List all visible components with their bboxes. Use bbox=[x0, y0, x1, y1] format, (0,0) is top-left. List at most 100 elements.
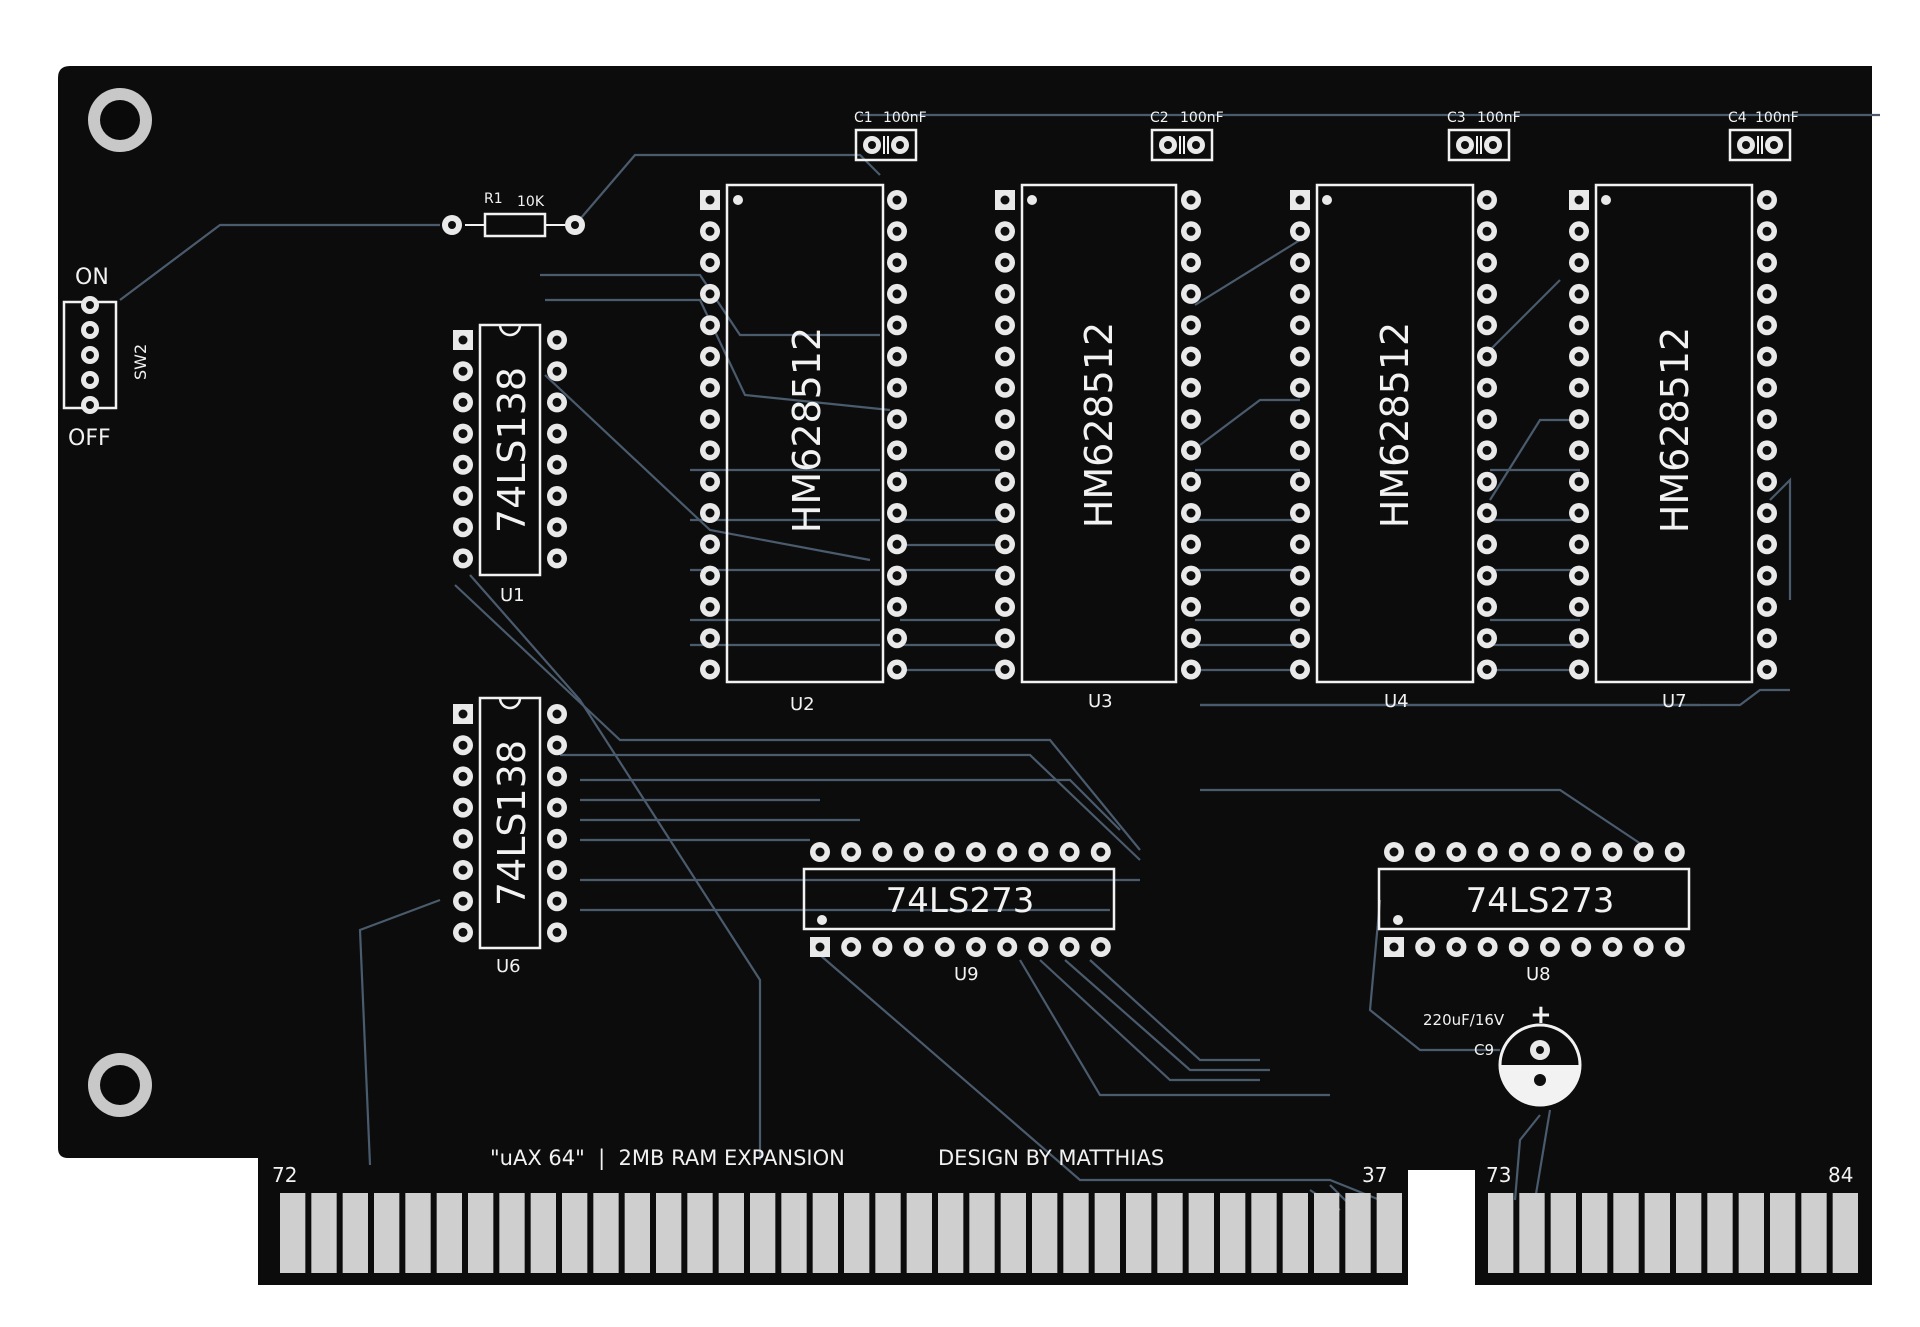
edge-label-left-end: 37 bbox=[1362, 1163, 1387, 1187]
pad-hole bbox=[1514, 847, 1524, 857]
chip-u2-ref: U2 bbox=[790, 694, 815, 715]
pad-hole bbox=[1670, 942, 1680, 952]
pad-hole bbox=[1295, 352, 1305, 361]
c2-ref-label: C2 bbox=[1150, 110, 1169, 126]
capacitor-c2: C2 100nF bbox=[1150, 110, 1224, 162]
c1-ref-label: C1 bbox=[854, 110, 873, 126]
chip-pads bbox=[453, 190, 1777, 957]
chip-u7: HM628512 U7 bbox=[1594, 183, 1754, 712]
pad-hole bbox=[552, 460, 562, 470]
chip-u4-part: HM628512 bbox=[1373, 322, 1417, 528]
gold-finger bbox=[1188, 1193, 1214, 1273]
pad-hole bbox=[458, 460, 468, 470]
pad-hole bbox=[705, 665, 715, 674]
chip-u1-ref: U1 bbox=[500, 585, 525, 606]
pad-hole bbox=[1482, 539, 1492, 549]
pad-hole bbox=[1000, 383, 1010, 393]
pad-hole bbox=[1482, 320, 1492, 330]
pad-hole bbox=[1295, 258, 1305, 268]
pad-hole bbox=[1000, 289, 1010, 299]
resistor-value-label: 10K bbox=[517, 194, 545, 210]
pad-hole bbox=[1186, 602, 1196, 612]
pad-hole bbox=[1574, 445, 1584, 455]
pad-hole bbox=[1295, 477, 1305, 487]
gold-finger bbox=[1094, 1193, 1120, 1273]
pad-hole bbox=[1295, 195, 1305, 205]
pad-hole bbox=[892, 571, 902, 581]
pad-hole bbox=[1482, 665, 1492, 674]
pad-hole bbox=[552, 740, 562, 750]
c2-value-label: 100nF bbox=[1180, 110, 1224, 126]
pad-hole bbox=[458, 553, 468, 563]
pad-hole bbox=[846, 942, 856, 952]
pad-hole bbox=[1295, 633, 1305, 643]
pad-hole bbox=[1065, 847, 1075, 857]
pad-hole bbox=[705, 508, 715, 518]
gold-finger bbox=[906, 1193, 932, 1273]
gold-finger bbox=[1738, 1193, 1764, 1273]
c9-ref-label: C9 bbox=[1474, 1041, 1494, 1059]
gold-finger bbox=[1801, 1193, 1827, 1273]
pad-hole bbox=[1295, 508, 1305, 518]
pad-hole bbox=[892, 352, 902, 361]
pad-hole bbox=[940, 942, 950, 952]
pad-hole bbox=[1295, 445, 1305, 455]
pad-hole bbox=[1186, 445, 1196, 455]
pad-hole bbox=[892, 477, 902, 487]
pad-hole bbox=[1574, 352, 1584, 361]
edge-label-left-start: 72 bbox=[272, 1163, 297, 1187]
pad-hole bbox=[552, 865, 562, 875]
switch-on-label: ON bbox=[75, 265, 109, 290]
pad-hole bbox=[877, 847, 887, 857]
pad-hole bbox=[1451, 847, 1461, 857]
pad-hole bbox=[705, 352, 715, 361]
chip-u6: 74LS138 U6 bbox=[478, 696, 542, 977]
pad-hole bbox=[458, 491, 468, 501]
gold-finger bbox=[844, 1193, 870, 1273]
pad-hole bbox=[705, 445, 715, 455]
pad-hole bbox=[1482, 289, 1492, 299]
gold-finger bbox=[468, 1193, 494, 1273]
resistor-ref-label: R1 bbox=[484, 191, 503, 207]
mounting-holes bbox=[88, 88, 152, 1117]
chip-u4: HM628512 U4 bbox=[1315, 183, 1475, 712]
pad-hole bbox=[1482, 195, 1492, 205]
pad-hole bbox=[1762, 445, 1772, 455]
pad-hole bbox=[705, 602, 715, 612]
gold-finger bbox=[718, 1193, 744, 1273]
pad-hole bbox=[892, 633, 902, 643]
chip-u8-ref: U8 bbox=[1526, 964, 1551, 985]
pad-hole bbox=[1574, 477, 1584, 487]
pad-hole bbox=[705, 414, 715, 424]
pad-hole bbox=[552, 896, 562, 906]
pad-hole bbox=[1514, 942, 1524, 952]
gold-finger bbox=[687, 1193, 713, 1273]
pad-hole bbox=[1186, 226, 1196, 236]
chip-u4-ref: U4 bbox=[1384, 691, 1409, 712]
pad-hole bbox=[1574, 508, 1584, 518]
gold-finger bbox=[1157, 1193, 1183, 1273]
pad-hole bbox=[552, 927, 562, 937]
pad-hole bbox=[552, 709, 562, 719]
gold-finger bbox=[656, 1193, 682, 1273]
pad-hole bbox=[1186, 539, 1196, 549]
pad-hole bbox=[1574, 226, 1584, 236]
gold-finger bbox=[593, 1193, 619, 1273]
pad-hole bbox=[1000, 226, 1010, 236]
pad-hole bbox=[1762, 539, 1772, 549]
gold-finger bbox=[1770, 1193, 1796, 1273]
pad-hole bbox=[846, 847, 856, 857]
pad-hole bbox=[1574, 571, 1584, 581]
pad-hole bbox=[1033, 847, 1043, 857]
chip-u1: 74LS138 U1 bbox=[478, 323, 542, 606]
gold-finger bbox=[1582, 1193, 1608, 1273]
pad-hole bbox=[458, 335, 468, 345]
gold-finger bbox=[1345, 1193, 1371, 1273]
pad-hole bbox=[971, 847, 981, 857]
pad-hole bbox=[1545, 942, 1555, 952]
pad-hole bbox=[892, 665, 902, 674]
pad-hole bbox=[815, 847, 825, 857]
pad-hole bbox=[705, 320, 715, 330]
pad-hole bbox=[940, 847, 950, 857]
pad-hole bbox=[1483, 942, 1493, 952]
